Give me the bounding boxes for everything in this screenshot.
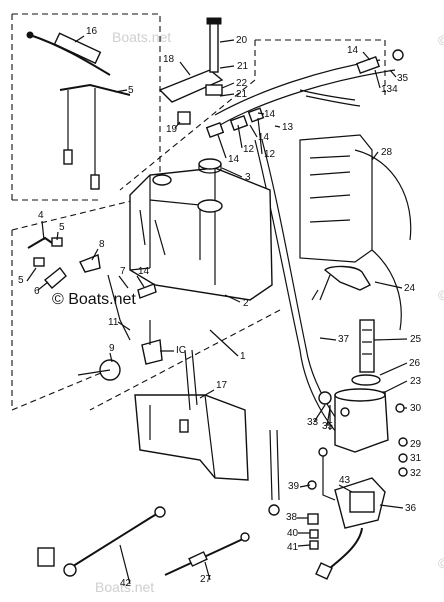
callout-14-mid: 14	[264, 109, 276, 120]
callout-134: 134	[381, 84, 398, 95]
oil-tank	[129, 167, 273, 301]
sensor-harness	[26, 31, 131, 190]
watermark-bottom: Boats.net	[95, 579, 154, 595]
callout-39: 39	[288, 481, 300, 492]
tank-bracket	[134, 349, 249, 481]
left-small-parts	[27, 236, 163, 381]
watermark-edge-mid: ©	[438, 287, 444, 303]
callout-21-b: 21	[236, 89, 248, 100]
callout-20: 20	[236, 35, 248, 46]
callout-43: 43	[339, 475, 351, 486]
oil-pump-unit	[311, 265, 408, 477]
callout-14-low: 14	[258, 132, 270, 143]
oil-hoses	[214, 59, 396, 441]
callout-19: 19	[166, 124, 178, 135]
callout-40: 40	[287, 528, 299, 539]
callout-21-a: 21	[237, 61, 249, 72]
callout-5-mid: 5	[59, 222, 65, 233]
callout-18: 18	[163, 54, 175, 65]
callout-31: 31	[410, 453, 422, 464]
callout-14-center: 14	[138, 266, 150, 277]
callout-35-mid: 35	[322, 421, 334, 432]
callout-26: 26	[409, 358, 421, 369]
bottom-cables	[37, 506, 250, 577]
callout-9: 9	[109, 343, 115, 354]
callouts: 16 5 20 18 21 22 21 19 14 35 134 14 13 1…	[18, 26, 422, 589]
callout-12-a: 12	[243, 144, 255, 155]
callout-14-top: 14	[347, 45, 359, 56]
callout-8: 8	[99, 239, 105, 250]
pump-36-assembly	[268, 429, 386, 580]
callout-29: 29	[410, 439, 422, 450]
callout-32: 32	[410, 468, 422, 479]
callout-28: 28	[381, 147, 393, 158]
callout-27: 27	[200, 574, 212, 585]
callout-24: 24	[404, 283, 416, 294]
callout-1: 1	[240, 351, 246, 362]
callout-4: 4	[38, 210, 44, 221]
callout-3: 3	[245, 172, 251, 183]
callout-33: 33	[307, 417, 319, 428]
callout-42: 42	[120, 578, 132, 589]
callout-38: 38	[286, 512, 298, 523]
callout-6: 6	[34, 286, 40, 297]
callout-7: 7	[120, 266, 126, 277]
callout-17: 17	[216, 380, 228, 391]
callout-2: 2	[243, 298, 249, 309]
callout-36: 36	[405, 503, 417, 514]
callout-25: 25	[410, 334, 422, 345]
callout-11: 11	[108, 317, 119, 328]
filler-cap	[198, 158, 222, 174]
callout-13: 13	[282, 122, 294, 133]
callout-22: 22	[236, 78, 248, 89]
callout-41: 41	[287, 542, 299, 553]
watermark-center: © Boats.net	[52, 291, 136, 308]
callout-16: 16	[86, 26, 98, 37]
leader-lines	[26, 35, 408, 585]
bracket-18-assembly	[158, 17, 224, 125]
callout-12-b: 12	[264, 149, 276, 160]
callout-37: 37	[338, 334, 350, 345]
callout-ic: IC	[176, 345, 186, 356]
hose-clamps	[205, 49, 404, 138]
engine-outline	[299, 134, 412, 331]
callout-5-left: 5	[18, 275, 24, 286]
watermark-edge-bottom: ©	[438, 555, 444, 571]
callout-30: 30	[410, 403, 422, 414]
watermark-edge-top: ©	[438, 32, 444, 48]
watermark-top: Boats.net	[112, 29, 171, 45]
callout-14-left: 14	[228, 154, 240, 165]
callout-5-top: 5	[128, 85, 134, 96]
callout-35-top: 35	[397, 73, 409, 84]
callout-23: 23	[410, 376, 422, 387]
